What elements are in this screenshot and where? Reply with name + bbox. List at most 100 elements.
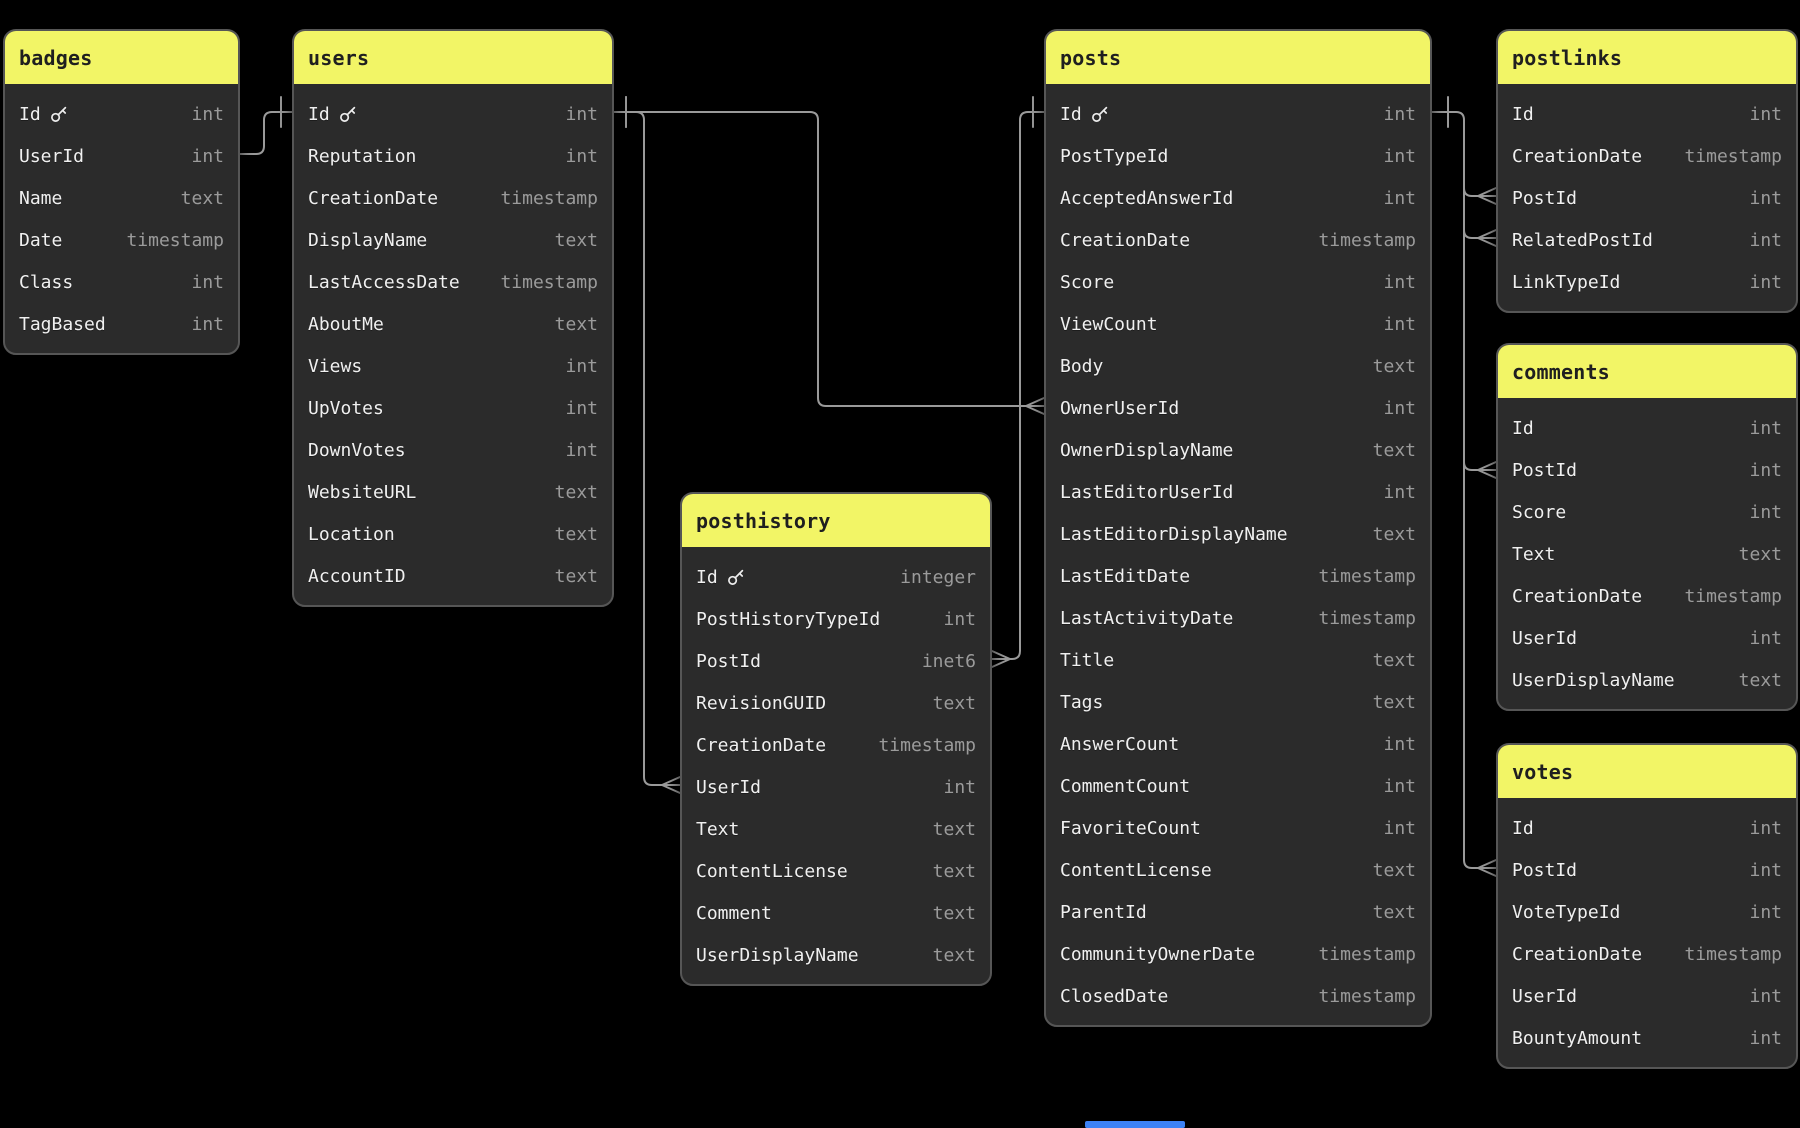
relationship-users-id-to-posts-owneruserid[interactable] — [613, 96, 1045, 415]
relationship-path[interactable] — [613, 111, 1045, 407]
relationship-posts-id-to-posthistory-postid[interactable] — [991, 96, 1045, 668]
field-name-wrap: VoteTypeId — [1512, 902, 1620, 923]
relationship-posts-id-to-votes-postid[interactable] — [1431, 96, 1497, 877]
table-header-badges[interactable]: badges — [5, 31, 238, 84]
table-header-postlinks[interactable]: postlinks — [1498, 31, 1796, 84]
relationship-posts-id-to-postlinks-relatedpostid[interactable] — [1463, 229, 1497, 247]
table-header-posts[interactable]: posts — [1046, 31, 1430, 84]
relationship-users-id-to-posthistory-userid[interactable] — [613, 96, 681, 794]
table-header-votes[interactable]: votes — [1498, 745, 1796, 798]
relationship-path[interactable] — [239, 111, 293, 155]
relationship-path[interactable] — [1431, 111, 1497, 869]
relationship-badges-userid-to-users-id[interactable] — [239, 96, 293, 155]
relationship-path[interactable] — [991, 111, 1045, 660]
relationship-path[interactable] — [1463, 461, 1497, 471]
relationship-path[interactable] — [1463, 187, 1497, 197]
table-header-users[interactable]: users — [294, 31, 612, 84]
relationship-path[interactable] — [1463, 229, 1497, 239]
table-header-comments[interactable]: comments — [1498, 345, 1796, 398]
relationship-posts-id-to-comments-postid[interactable] — [1463, 461, 1497, 479]
relationship-path[interactable] — [613, 111, 681, 786]
table-header-posthistory[interactable]: posthistory — [682, 494, 990, 547]
relationship-posts-id-to-postlinks-postid[interactable] — [1463, 187, 1497, 205]
